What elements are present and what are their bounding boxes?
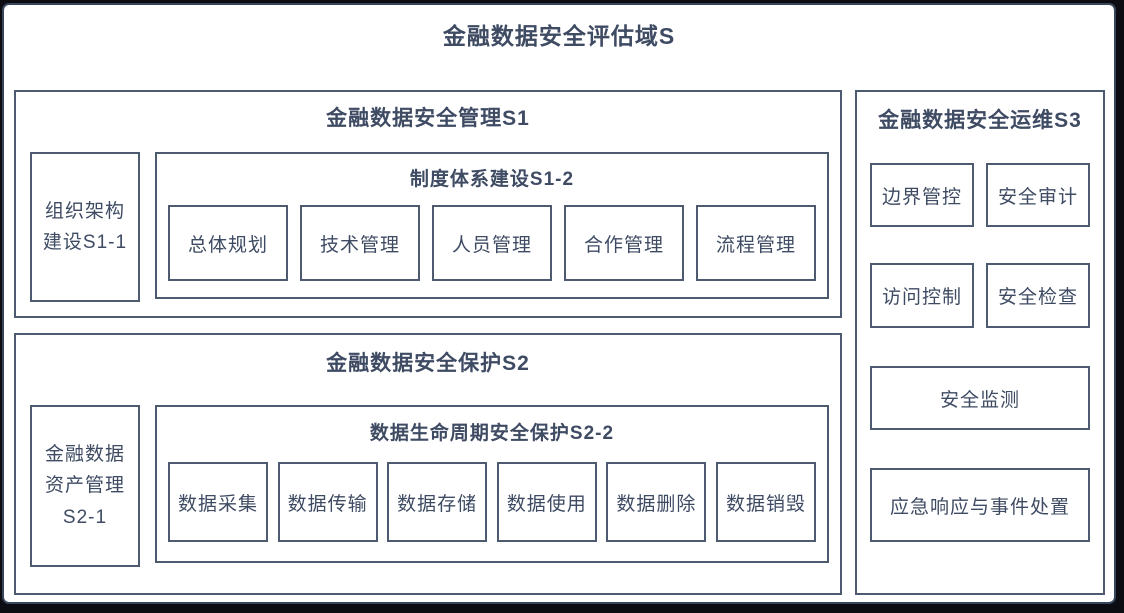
s1-2-items-row: 总体规划 技术管理 人员管理 合作管理 流程管理 <box>168 205 816 281</box>
subsection-s1-2-title: 制度体系建设S1-2 <box>409 169 575 190</box>
s1-2-item-process-management: 流程管理 <box>696 205 816 281</box>
s3-row-1: 边界管控 安全审计 <box>870 163 1090 227</box>
s2-2-item-data-collection: 数据采集 <box>168 462 268 542</box>
s2-2-item-data-deletion: 数据删除 <box>606 462 707 542</box>
diagram-title: 金融数据安全评估域S <box>442 23 676 49</box>
assessment-domain-container: 金融数据安全评估域S 金融数据安全管理S1 组织架构 建设S1-1 制度体系建设… <box>2 3 1116 604</box>
box-s1-1-line1: 组织架构 <box>44 200 125 222</box>
s2-2-item-data-transmission: 数据传输 <box>277 462 378 542</box>
section-s2-protection: 金融数据安全保护S2 金融数据 资产管理 S2-1 数据生命周期安全保护S2-2… <box>14 333 842 595</box>
section-s1-title: 金融数据安全管理S1 <box>326 107 530 130</box>
subsection-s2-2-lifecycle-protection: 数据生命周期安全保护S2-2 数据采集 数据传输 数据存储 数据使用 数据删除 … <box>155 405 829 563</box>
s3-item-access-control: 访问控制 <box>870 263 974 328</box>
s3-row-2: 访问控制 安全检查 <box>870 263 1090 328</box>
s2-2-item-data-storage: 数据存储 <box>387 462 488 542</box>
s1-2-item-personnel-management: 人员管理 <box>432 205 552 281</box>
s3-item-boundary-control: 边界管控 <box>870 163 974 227</box>
box-s2-1-data-asset-management: 金融数据 资产管理 S2-1 <box>30 405 140 567</box>
section-s3-operations: 金融数据安全运维S3 边界管控 安全审计 访问控制 安全检查 安全监测 应急响应… <box>855 90 1105 595</box>
box-s1-1-line2: 建设S1-1 <box>42 232 128 253</box>
section-s2-title: 金融数据安全保护S2 <box>326 352 530 375</box>
s3-item-security-inspection: 安全检查 <box>986 263 1090 328</box>
section-s1-management: 金融数据安全管理S1 组织架构 建设S1-1 制度体系建设S1-2 总体规划 技… <box>14 90 842 318</box>
subsection-s2-2-title: 数据生命周期安全保护S2-2 <box>369 423 615 444</box>
s3-item-emergency-response: 应急响应与事件处置 <box>870 468 1090 542</box>
box-s2-1-line1: 金融数据 <box>44 443 125 465</box>
box-s2-1-line2: 资产管理 <box>44 475 125 497</box>
s2-2-items-row: 数据采集 数据传输 数据存储 数据使用 数据删除 数据销毁 <box>168 462 816 542</box>
box-s2-1-line3: S2-1 <box>62 506 108 528</box>
s1-2-item-cooperation-management: 合作管理 <box>564 205 684 281</box>
s1-2-item-technology-management: 技术管理 <box>300 205 420 281</box>
s3-item-security-audit: 安全审计 <box>986 163 1090 227</box>
s3-item-security-monitoring: 安全监测 <box>870 366 1090 430</box>
section-s3-title: 金融数据安全运维S3 <box>878 109 1082 132</box>
s2-2-item-data-destruction: 数据销毁 <box>715 462 816 542</box>
s1-2-item-overall-planning: 总体规划 <box>168 205 288 281</box>
subsection-s1-2-institution-system: 制度体系建设S1-2 总体规划 技术管理 人员管理 合作管理 流程管理 <box>155 152 829 299</box>
box-s1-1-org-structure: 组织架构 建设S1-1 <box>30 152 140 302</box>
s2-2-item-data-usage: 数据使用 <box>496 462 597 542</box>
